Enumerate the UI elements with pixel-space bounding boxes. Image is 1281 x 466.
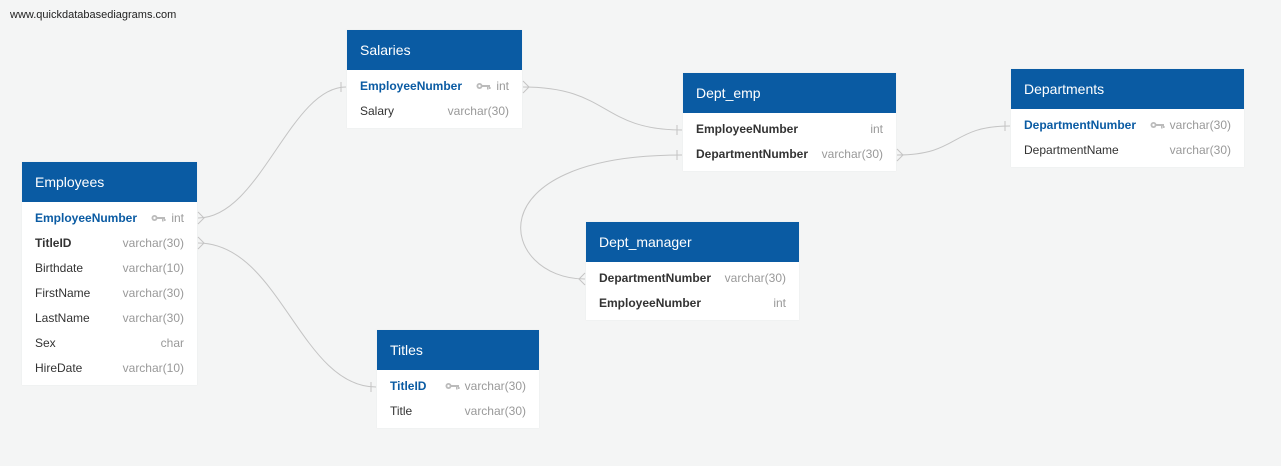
field-type: varchar(30) [1169,143,1231,157]
key-icon [476,74,491,99]
field-type: char [160,336,184,350]
field-type-wrap: varchar(30) [123,281,184,306]
link-deptemp-departments [896,125,1011,156]
table-title[interactable]: Salaries [347,30,522,70]
field-type-wrap: int [870,117,883,142]
field-row[interactable]: DepartmentNumber varchar(30) [586,266,799,291]
field-row[interactable]: Title varchar(30) [377,399,539,424]
field-list: TitleID varchar(30) Title varchar(30) [377,370,539,428]
field-row[interactable]: TitleID varchar(30) [377,374,539,399]
field-row[interactable]: DepartmentNumber varchar(30) [1011,113,1244,138]
field-list: DepartmentNumber varchar(30) EmployeeNumbe… [586,262,799,320]
field-name: DepartmentNumber [599,271,712,285]
field-name: FirstName [35,286,91,300]
field-name: Title [390,404,413,418]
field-type-wrap: varchar(30) [123,306,184,331]
field-row[interactable]: Salary varchar(30) [347,99,522,124]
field-type-wrap: varchar(30) [1170,138,1231,163]
key-icon [1150,113,1165,138]
table-titles[interactable]: Titles TitleID varchar(30) Title varchar(30… [377,330,539,428]
field-row[interactable]: EmployeeNumber int [347,74,522,99]
field-type: varchar(30) [122,236,184,250]
field-type-wrap: varchar(30) [445,374,526,399]
field-row[interactable]: EmployeeNumber int [683,117,896,142]
field-name: DepartmentNumber [696,147,809,161]
field-type-wrap: varchar(30) [1150,113,1231,138]
field-type-wrap: varchar(30) [123,231,184,256]
field-type: varchar(30) [724,271,786,285]
field-name: LastName [35,311,90,325]
field-name: Sex [35,336,56,350]
field-name: EmployeeNumber [696,122,799,136]
table-dept-manager[interactable]: Dept_manager DepartmentNumber varchar(30)… [586,222,799,320]
field-name: TitleID [390,379,427,393]
field-type: varchar(30) [464,404,526,418]
field-type: varchar(30) [122,311,184,325]
table-title[interactable]: Departments [1011,69,1244,109]
field-type-wrap: varchar(10) [123,356,184,381]
field-name: HireDate [35,361,83,375]
field-type-wrap: varchar(30) [822,142,883,167]
field-row[interactable]: DepartmentNumber varchar(30) [683,142,896,167]
field-row[interactable]: EmployeeNumber int [586,291,799,316]
field-type: varchar(30) [821,147,883,161]
field-row[interactable]: LastName varchar(30) [22,306,197,331]
field-type-wrap: varchar(30) [448,99,509,124]
field-type: int [870,122,883,136]
field-name: Birthdate [35,261,84,275]
field-name: EmployeeNumber [599,296,702,310]
field-row[interactable]: Sex char [22,331,197,356]
field-type: varchar(10) [122,361,184,375]
table-title[interactable]: Dept_manager [586,222,799,262]
field-name: EmployeeNumber [35,211,138,225]
field-type: varchar(30) [447,104,509,118]
link-deptemp-deptmanager [520,154,683,280]
field-type-wrap: varchar(10) [123,256,184,281]
field-row[interactable]: FirstName varchar(30) [22,281,197,306]
field-type: varchar(30) [1169,118,1231,132]
field-type-wrap: int [151,206,184,231]
field-row[interactable]: Birthdate varchar(10) [22,256,197,281]
field-name: DepartmentNumber [1024,118,1137,132]
field-type-wrap: varchar(30) [465,399,526,424]
field-type: varchar(10) [122,261,184,275]
field-name: TitleID [35,236,72,250]
field-type: int [773,296,786,310]
field-name: Salary [360,104,395,118]
field-type: int [496,79,509,93]
field-row[interactable]: EmployeeNumber int [22,206,197,231]
field-type-wrap: int [773,291,786,316]
field-row[interactable]: TitleID varchar(30) [22,231,197,256]
key-icon [151,206,166,231]
field-type: varchar(30) [464,379,526,393]
field-type: varchar(30) [122,286,184,300]
field-name: DepartmentName [1024,143,1119,157]
field-type-wrap: varchar(30) [725,266,786,291]
table-title[interactable]: Titles [377,330,539,370]
table-title[interactable]: Employees [22,162,197,202]
link-employees-titles [197,242,377,388]
link-employees-salaries [197,86,347,219]
field-name: EmployeeNumber [360,79,463,93]
field-type-wrap: int [476,74,509,99]
watermark: www.quickdatabasediagrams.com [10,9,177,21]
field-row[interactable]: DepartmentName varchar(30) [1011,138,1244,163]
key-icon [445,374,460,399]
table-title[interactable]: Dept_emp [683,73,896,113]
link-salaries-deptemp [522,86,683,131]
field-row[interactable]: HireDate varchar(10) [22,356,197,381]
field-type: int [171,211,184,225]
field-type-wrap: char [161,331,184,356]
